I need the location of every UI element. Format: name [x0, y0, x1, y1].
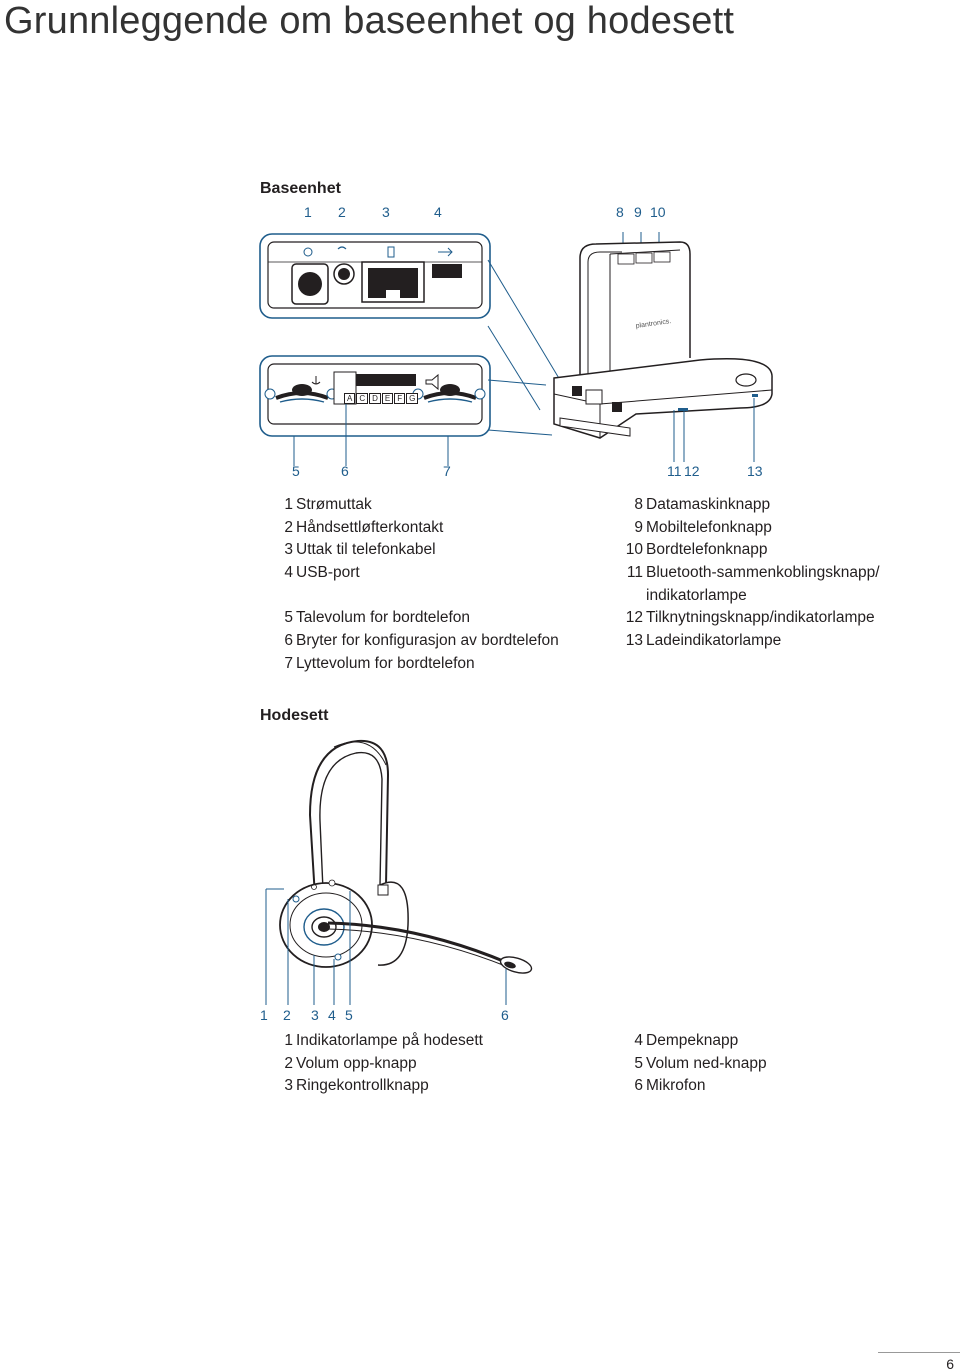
headset-callout-3: 3: [311, 1007, 319, 1023]
switch-letter-d: D: [369, 393, 381, 404]
headset-callout-5: 5: [345, 1007, 353, 1023]
callout-11: 11: [667, 463, 682, 479]
switch-letter-e: E: [381, 393, 394, 404]
switch-letter-a: A: [344, 393, 356, 404]
brand-logo: plantronics.: [635, 318, 671, 330]
callout-6: 6: [341, 463, 349, 479]
callout-8: 8: [616, 204, 624, 220]
section-heading-base: Baseenhet: [260, 180, 341, 197]
config-switch: A C D E F G: [344, 393, 419, 404]
headset-callout-2: 2: [283, 1007, 291, 1023]
footer-rule: [878, 1352, 960, 1353]
callout-10: 10: [650, 204, 666, 220]
headset-callout-6: 6: [501, 1007, 509, 1023]
page-number: 6: [946, 1356, 954, 1372]
switch-letter-c: C: [356, 393, 369, 404]
switch-letter-f: F: [394, 393, 406, 404]
switch-letter-g: G: [406, 393, 419, 404]
callout-4: 4: [434, 204, 442, 220]
callout-9: 9: [634, 204, 642, 220]
section-heading-headset: Hodesett: [260, 707, 329, 724]
callout-3: 3: [382, 204, 390, 220]
page-title: Grunnleggende om baseenhet og hodesett: [4, 0, 735, 42]
headset-callout-4: 4: [328, 1007, 336, 1023]
headset-callout-1: 1: [260, 1007, 268, 1023]
headset-illustration: [265, 739, 533, 1005]
callout-5: 5: [292, 463, 300, 479]
base-station-illustration: plantronics.: [553, 232, 773, 462]
callout-2: 2: [338, 204, 346, 220]
callout-12: 12: [684, 463, 700, 479]
callout-1: 1: [304, 204, 312, 220]
base-rear-panel: [259, 233, 491, 319]
callout-7: 7: [443, 463, 451, 479]
leader-lines-base: [487, 259, 561, 436]
callout-13: 13: [747, 463, 763, 479]
